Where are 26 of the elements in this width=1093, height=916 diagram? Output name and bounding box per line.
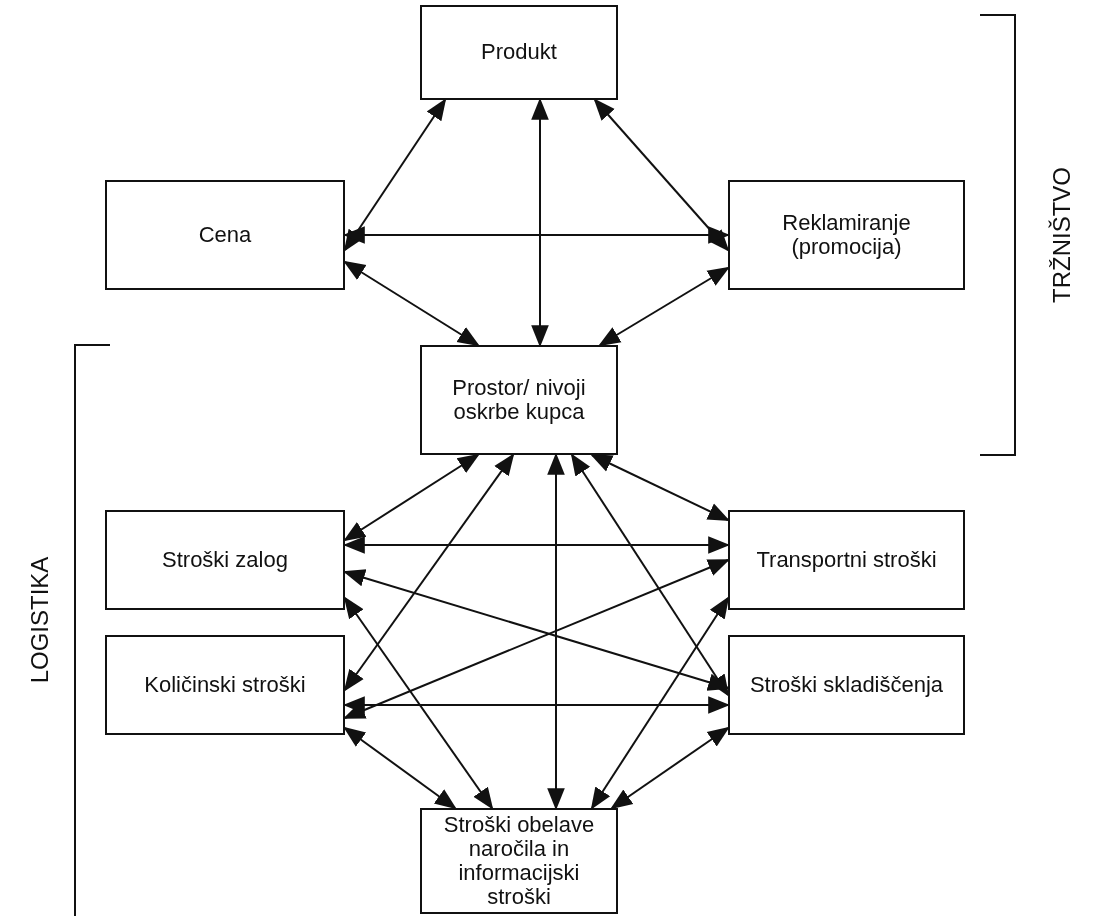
process-box (728, 180, 965, 290)
node-label: Transportni stroški (756, 547, 937, 573)
process-box (105, 635, 345, 735)
double-arrow (590, 454, 730, 521)
process-box (728, 635, 965, 735)
node-label: Prostor/ nivoji oskrbe kupca (451, 375, 587, 425)
section-label: TRŽNIŠTVO (1048, 167, 1076, 303)
double-arrow (590, 596, 730, 810)
process-box (420, 345, 618, 455)
double-arrow (610, 726, 730, 810)
node-label: Cena (198, 222, 252, 248)
node-label: Stroški zalog (162, 547, 288, 573)
section-label: LOGISTIKA (26, 556, 54, 684)
process-box (420, 808, 618, 914)
process-box (105, 180, 345, 290)
node-label: Količinski stroški (144, 672, 306, 698)
node-label: Stroški skladiščenja (749, 672, 944, 698)
node-label: Reklamiranje (promocija) (781, 210, 912, 260)
double-arrow (598, 266, 730, 347)
double-arrow (570, 453, 730, 697)
process-box (420, 5, 618, 100)
process-box (728, 510, 965, 610)
double-arrow (593, 98, 730, 252)
process-box (105, 510, 345, 610)
node-label: Produkt (481, 40, 557, 65)
node-label: Stroški obelave naročila in informacijski stroški (442, 812, 596, 910)
